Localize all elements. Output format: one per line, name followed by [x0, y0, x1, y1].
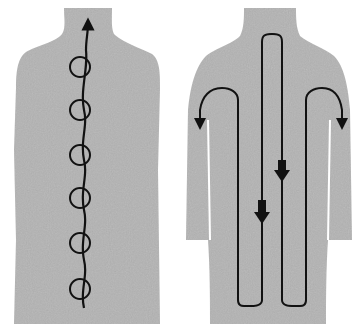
left-panel [14, 8, 160, 324]
right-panel [186, 8, 352, 324]
right-back-torso [186, 8, 352, 324]
